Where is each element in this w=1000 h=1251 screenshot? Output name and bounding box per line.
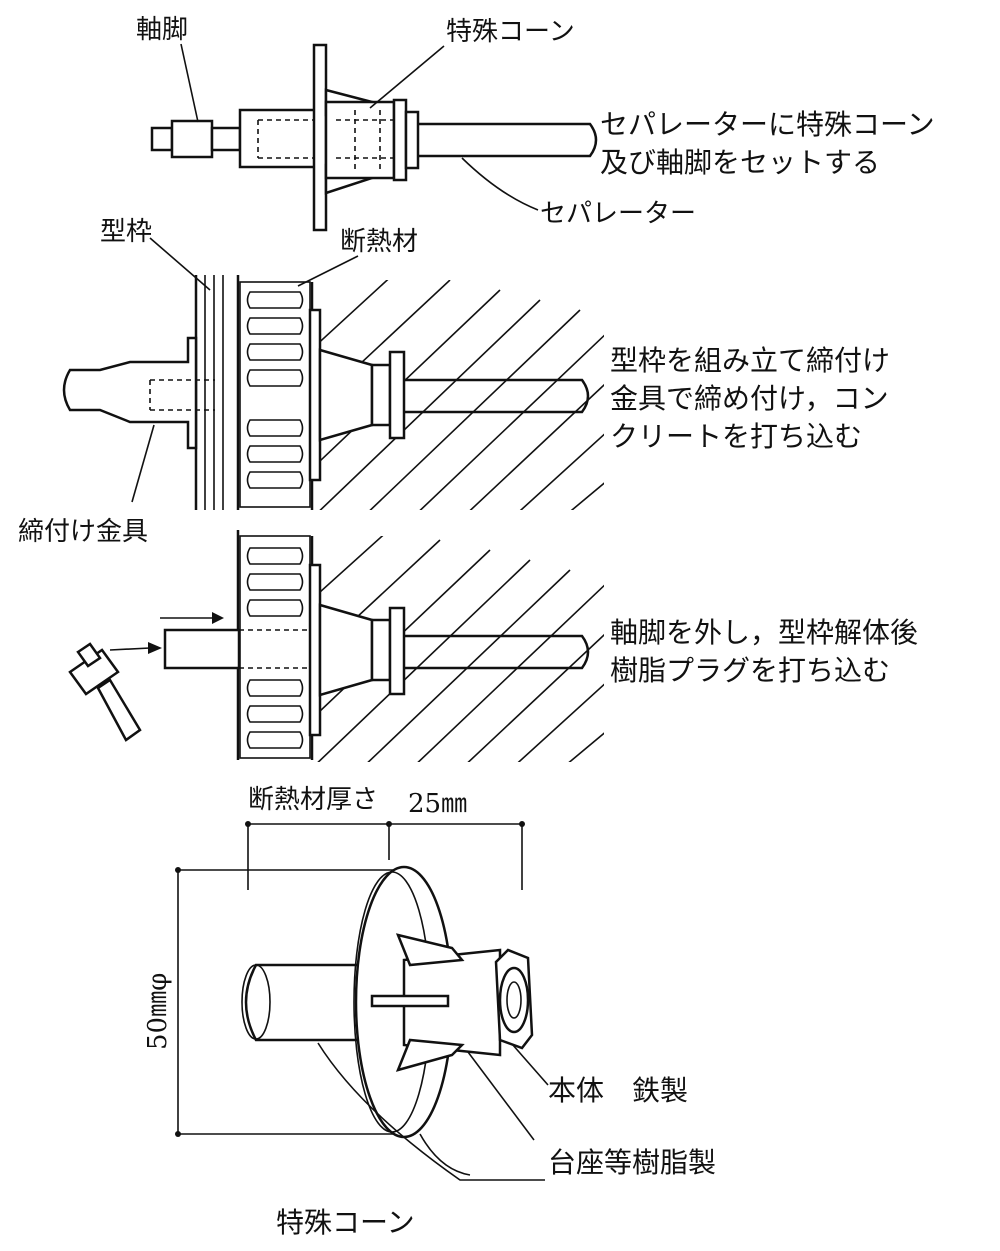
- leader-separator: [461, 157, 539, 211]
- label-tokushu-cone-bottom: 特殊コーン: [276, 1206, 415, 1239]
- step2-assembly: [62, 275, 604, 510]
- step3-line2: 樹脂プラグを打ち込む: [610, 654, 890, 687]
- label-dannetsu-thickness: 断熱材厚さ: [248, 785, 378, 815]
- step3-assembly: [68, 530, 604, 762]
- step2-line3: クリートを打ち込む: [610, 420, 862, 453]
- insulation-2: [239, 281, 311, 508]
- step2-line2: 金具で締め付け，コン: [610, 382, 889, 415]
- label-jikuashi: 軸脚: [136, 15, 188, 45]
- step1-line2: 及び軸脚をセットする: [600, 146, 880, 179]
- label-dannetsu: 断熱材: [340, 227, 418, 257]
- leader-cone-top: [369, 45, 445, 109]
- label-tokushu-cone-top: 特殊コーン: [446, 17, 575, 47]
- step2-line1: 型枠を組み立て締付け: [610, 344, 890, 377]
- label-shimetsuke: 締付け金具: [18, 517, 148, 547]
- label-dim-25: 25㎜: [408, 789, 467, 819]
- leader-katawaku: [149, 237, 211, 291]
- leader-daiza: [467, 1051, 535, 1141]
- leader-cone-bottom: [317, 1042, 545, 1181]
- leader-dannetsu: [297, 255, 359, 287]
- label-katawaku: 型枠: [100, 217, 152, 247]
- step1-line1: セパレーターに特殊コーン: [600, 108, 935, 141]
- step1-assembly: [150, 43, 598, 232]
- cone-detail: [175, 821, 534, 1139]
- leader-cone-bottom-2: [419, 1133, 471, 1176]
- label-dim-50: 50㎜φ: [143, 973, 173, 1050]
- label-daiza: 台座等樹脂製: [548, 1146, 716, 1179]
- leader-jikuashi: [180, 43, 199, 123]
- leader-hontai: [511, 1043, 549, 1086]
- insulation-3: [239, 535, 311, 759]
- hammer-icon: [68, 642, 142, 742]
- leader-shimetsuke: [131, 424, 155, 503]
- label-hontai: 本体 鉄製: [548, 1074, 688, 1107]
- label-separator: セパレーター: [540, 199, 696, 229]
- step3-line1: 軸脚を外し，型枠解体後: [610, 616, 918, 649]
